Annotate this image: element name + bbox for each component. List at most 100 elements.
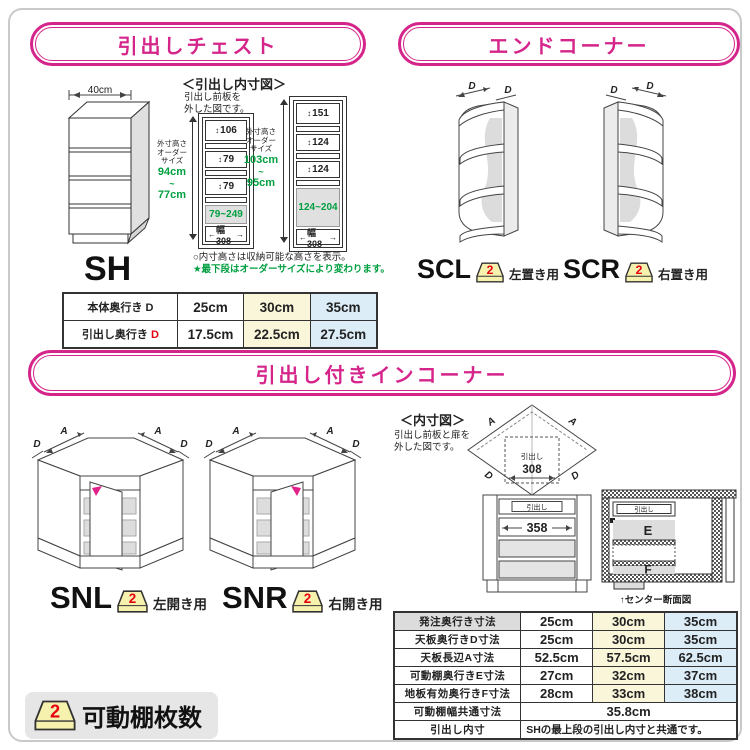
table-cell: 地板有効奥行きF寸法 [393,684,522,703]
svg-text:D: D [482,469,494,482]
left-arrow-icon: ← [299,232,307,242]
table-cell: 30cm [243,292,311,321]
table-cell: 30cm [592,630,666,649]
table-cell: 本体奥行き D [62,292,178,321]
table-cell: 引出し内寸 [393,720,522,740]
svg-text:D: D [468,81,475,92]
table-cell: 33cm [592,684,666,703]
table-row: 天板奥行きD寸法 25cm 30cm 35cm [393,630,738,649]
right-arrow-icon: → [329,232,337,242]
chest-note-1: ○内寸高さは収納可能な高さを表示。 [193,252,351,263]
table-cell: 天板奥行きD寸法 [393,630,522,649]
legend-label: 可動棚枚数 [82,705,202,732]
table-cell: 52.5cm [520,648,594,667]
svg-text:D: D [33,439,40,450]
left-arrow-icon: ← [208,229,216,239]
svg-text:引出し: 引出し [527,503,548,512]
table-row: 発注奥行き寸法 25cm 30cm 35cm [393,611,738,631]
svg-text:D: D [646,81,653,92]
incorner-inner-note: 引出し前板と扉を 外した図です。 [394,430,471,454]
svg-text:引出し: 引出し [521,451,544,461]
table-cell: 35cm [664,630,738,649]
scr-usage: 右置き用 [658,268,709,282]
chest-inner-title: ＜引出し内寸図＞ [182,77,287,92]
svg-text:D: D [205,439,212,450]
drawer-diagram-1: ↕106 ↕79 ↕79 79~249 ←幅308→ [198,113,254,249]
incorner-inner-title: ＜内寸図＞ [400,413,466,428]
snl-label-row: SNL 2 左開き用 [50,582,207,613]
table-cell: 25cm [520,611,594,631]
vertical-arrow-icon: ↕ [307,138,312,147]
table-cell: 35.8cm [520,702,738,721]
shelf-bar [205,143,247,149]
height-arrow-2 [279,99,288,243]
table-row: 可動棚幅共通寸法 35.8cm [393,702,738,721]
table-cell: 25cm [176,292,245,321]
incorner-frontview: 引出し 358 [482,494,592,593]
svg-text:A: A [231,426,239,437]
table-cell: 可動棚奥行きE寸法 [393,666,522,685]
table-cell: 27cm [520,666,594,685]
table-cell: 37cm [664,666,738,685]
table-cell: 22.5cm [243,320,311,349]
snr-usage: 右開き用 [328,596,383,612]
vertical-arrow-icon: ↕ [217,182,222,191]
drawer-diagram-2: ↕151 ↕124 ↕124 124~204 ←幅308→ [289,96,347,252]
section-header-chest-label: 引出しチェスト [117,35,279,58]
model-name-sh: SH [84,250,132,288]
table-cell: 62.5cm [664,648,738,667]
shelf-count-legend: 2 可動棚枚数 [25,692,218,739]
svg-text:A: A [59,426,67,437]
shelf-bar [205,197,247,203]
svg-text:D: D [180,439,187,450]
incorner-topview: 引出し 308 A A D D [467,404,597,496]
svg-text:2: 2 [129,591,136,606]
snr-illustration: A A D D [203,426,362,571]
page-border-frame [8,8,742,742]
snr-label-row: SNR 2 右開き用 [222,582,382,613]
chest-notes: ○内寸高さは収納可能な高さを表示。 ★最下段はオーダーサイズにより変わります。 [193,252,390,276]
vertical-arrow-icon: ↕ [307,109,312,118]
shelf-count-badge: 2 [292,590,324,613]
svg-text:E: E [644,523,653,538]
table-row: 可動棚奥行きE寸法 27cm 32cm 37cm [393,666,738,685]
xsection-caption: ↑センター断面図 [620,595,692,606]
svg-text:D: D [569,469,581,482]
svg-text:A: A [485,415,498,429]
table-cell: 引出し奥行き D [62,320,178,349]
model-name-snr: SNR [222,580,288,615]
shelf-count-badge: 2 [34,700,76,731]
svg-text:引出し: 引出し [634,505,654,514]
vertical-arrow-icon: ↕ [307,165,312,174]
table-row: 天板長辺A寸法 52.5cm 57.5cm 62.5cm [393,648,738,667]
scr-label-row: SCR 2 右置き用 [563,256,708,283]
table-cell: 57.5cm [592,648,666,667]
scr-illustration: D D [603,81,667,243]
shelf-bar [296,180,340,186]
scl-illustration: D D [455,81,519,243]
table-cell: 30cm [592,611,666,631]
section-header-chest: 引出しチェスト [30,22,366,66]
svg-text:2: 2 [304,591,311,606]
svg-text:2: 2 [487,263,494,277]
shelf-bar [296,126,340,132]
svg-text:2: 2 [636,263,643,277]
right-arrow-icon: → [236,229,244,239]
shelf-count-badge: 2 [117,590,148,613]
variable-height-area: 79~249 [205,205,247,224]
incorner-xsection: 引出し E F [601,489,737,590]
shelf-count-badge: 2 [625,262,653,283]
variable-height-area: 124~204 [296,188,340,227]
table-row: 本体奥行き D 25cm 30cm 35cm [62,292,378,321]
vertical-arrow-icon: ↕ [215,126,220,135]
svg-text:D: D [504,85,511,96]
height-arrow-1 [188,116,197,240]
table-row: 引出し内寸 SHの最上段の引出し内寸と共通です。 [393,720,738,740]
svg-text:A: A [565,415,578,429]
svg-text:D: D [610,85,617,96]
chest-illustration: 40cm [67,84,151,245]
vertical-arrow-icon: ↕ [217,155,222,164]
table-cell: 38cm [664,684,738,703]
table-row: 地板有効奥行きF寸法 28cm 33cm 38cm [393,684,738,703]
svg-text:358: 358 [527,521,548,535]
